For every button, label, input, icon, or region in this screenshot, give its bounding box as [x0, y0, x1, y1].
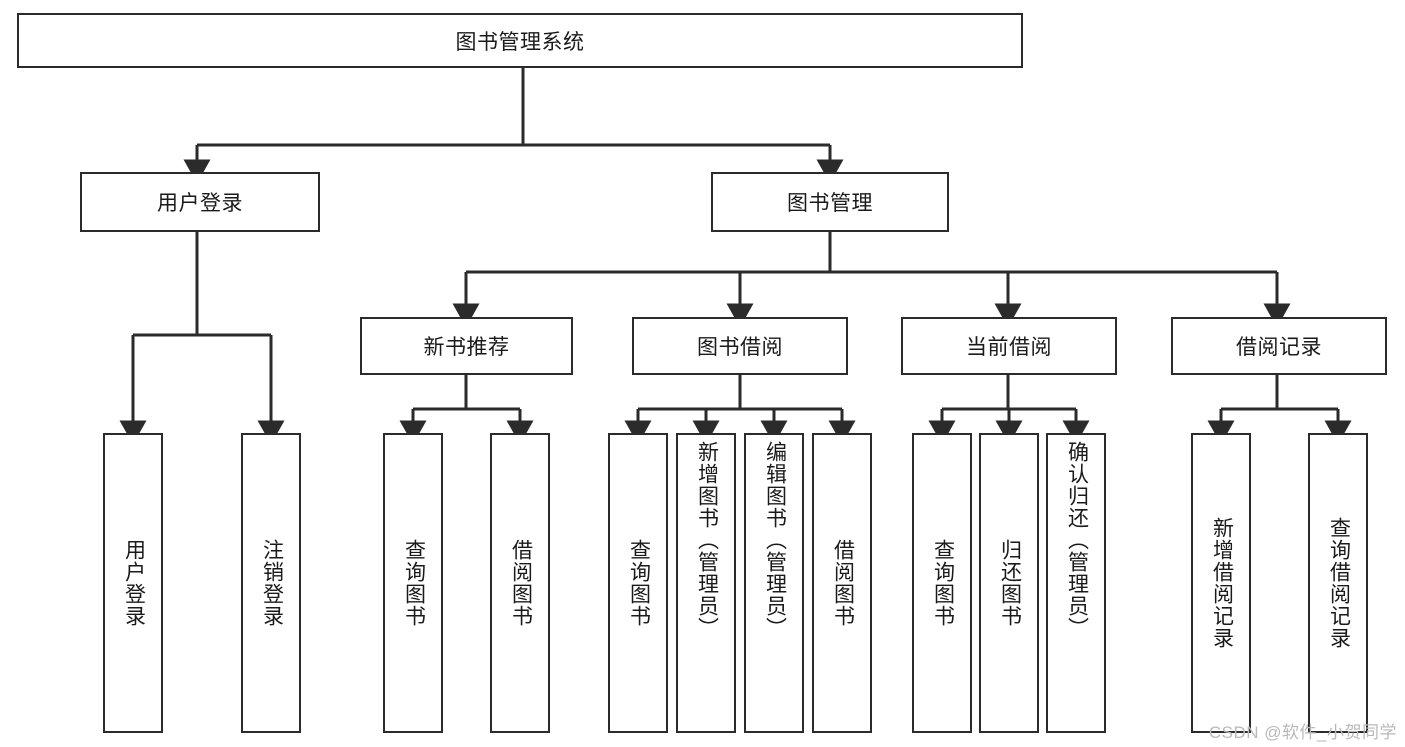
node-leaf-borrow-book-1[interactable]: 借阅图书	[490, 433, 550, 733]
node-leaf-confirm-return-label: 确认归还（管理员）	[1065, 441, 1089, 639]
node-leaf-return-book[interactable]: 归还图书	[979, 433, 1039, 733]
node-borrow-record[interactable]: 借阅记录	[1171, 317, 1387, 375]
watermark-text: CSDN @软件_小贺同学	[1208, 723, 1397, 742]
node-user-login[interactable]: 用户登录	[80, 172, 320, 232]
node-user-login-label: 用户登录	[157, 192, 243, 215]
node-leaf-edit-book-label: 编辑图书（管理员）	[763, 441, 787, 639]
node-leaf-query-book-3-label: 查询图书	[931, 539, 955, 627]
node-leaf-add-record[interactable]: 新增借阅记录	[1191, 433, 1251, 733]
node-leaf-query-record-label: 查询借阅记录	[1327, 517, 1351, 649]
node-leaf-add-book-label: 新增图书（管理员）	[695, 441, 719, 639]
node-leaf-query-record[interactable]: 查询借阅记录	[1308, 433, 1368, 733]
node-book-borrow-label: 图书借阅	[697, 336, 783, 359]
node-leaf-logout[interactable]: 注销登录	[241, 433, 301, 733]
node-current-borrow-label: 当前借阅	[966, 336, 1052, 359]
node-leaf-confirm-return[interactable]: 确认归还（管理员）	[1046, 433, 1106, 733]
node-leaf-edit-book[interactable]: 编辑图书（管理员）	[744, 433, 804, 733]
node-leaf-borrow-book-1-label: 借阅图书	[509, 539, 533, 627]
node-leaf-logout-label: 注销登录	[260, 539, 284, 627]
node-leaf-add-record-label: 新增借阅记录	[1210, 517, 1234, 649]
node-leaf-user-login[interactable]: 用户登录	[103, 433, 163, 733]
node-new-book-recommend[interactable]: 新书推荐	[360, 317, 573, 375]
node-leaf-borrow-book-2[interactable]: 借阅图书	[812, 433, 872, 733]
node-root-label: 图书管理系统	[455, 30, 585, 54]
node-root[interactable]: 图书管理系统	[17, 13, 1023, 68]
node-borrow-record-label: 借阅记录	[1236, 336, 1322, 359]
node-leaf-query-book-1[interactable]: 查询图书	[383, 433, 443, 733]
node-leaf-user-login-label: 用户登录	[122, 539, 146, 627]
node-current-borrow[interactable]: 当前借阅	[901, 317, 1117, 375]
node-leaf-add-book[interactable]: 新增图书（管理员）	[676, 433, 736, 733]
node-leaf-return-book-label: 归还图书	[998, 539, 1022, 627]
node-new-book-recommend-label: 新书推荐	[423, 336, 510, 359]
node-leaf-borrow-book-2-label: 借阅图书	[831, 539, 855, 627]
node-book-borrow[interactable]: 图书借阅	[632, 317, 848, 375]
node-leaf-query-book-3[interactable]: 查询图书	[912, 433, 972, 733]
node-leaf-query-book-2[interactable]: 查询图书	[608, 433, 668, 733]
node-leaf-query-book-1-label: 查询图书	[402, 539, 426, 627]
node-leaf-query-book-2-label: 查询图书	[627, 539, 651, 627]
node-book-management[interactable]: 图书管理	[711, 172, 949, 232]
node-book-management-label: 图书管理	[787, 192, 873, 215]
